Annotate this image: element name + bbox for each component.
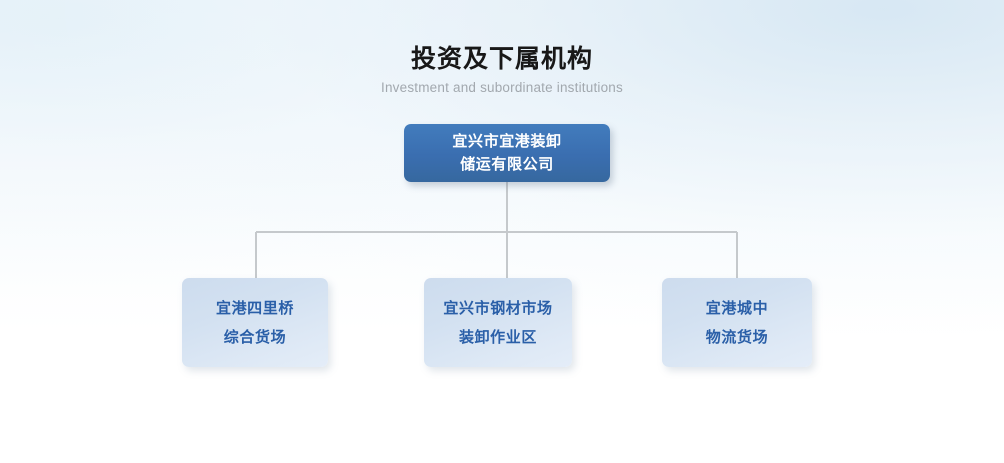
org-node-root[interactable]: 宜兴市宜港装卸 储运有限公司 [404,124,610,182]
org-node-child-2[interactable]: 宜兴市钢材市场 装卸作业区 [424,278,572,367]
org-node-child-1-line-2: 综合货场 [223,328,287,346]
org-node-child-1-line-1: 宜港四里桥 [215,299,294,317]
org-node-child-2-line-2: 装卸作业区 [458,328,537,346]
org-node-child-1[interactable]: 宜港四里桥 综合货场 [182,278,328,367]
org-node-child-2-line-1: 宜兴市钢材市场 [443,299,553,317]
org-node-child-3[interactable]: 宜港城中 物流货场 [662,278,812,367]
page-subtitle: Investment and subordinate institutions [381,80,623,95]
page-heading: 投资及下属机构 Investment and subordinate insti… [0,44,1004,96]
page-title: 投资及下属机构 [410,45,593,73]
org-node-child-3-line-2: 物流货场 [705,328,769,346]
org-node-root-line-1: 宜兴市宜港装卸 [452,133,562,150]
org-node-root-line-2: 储运有限公司 [460,156,554,173]
org-node-child-3-line-1: 宜港城中 [705,299,769,317]
